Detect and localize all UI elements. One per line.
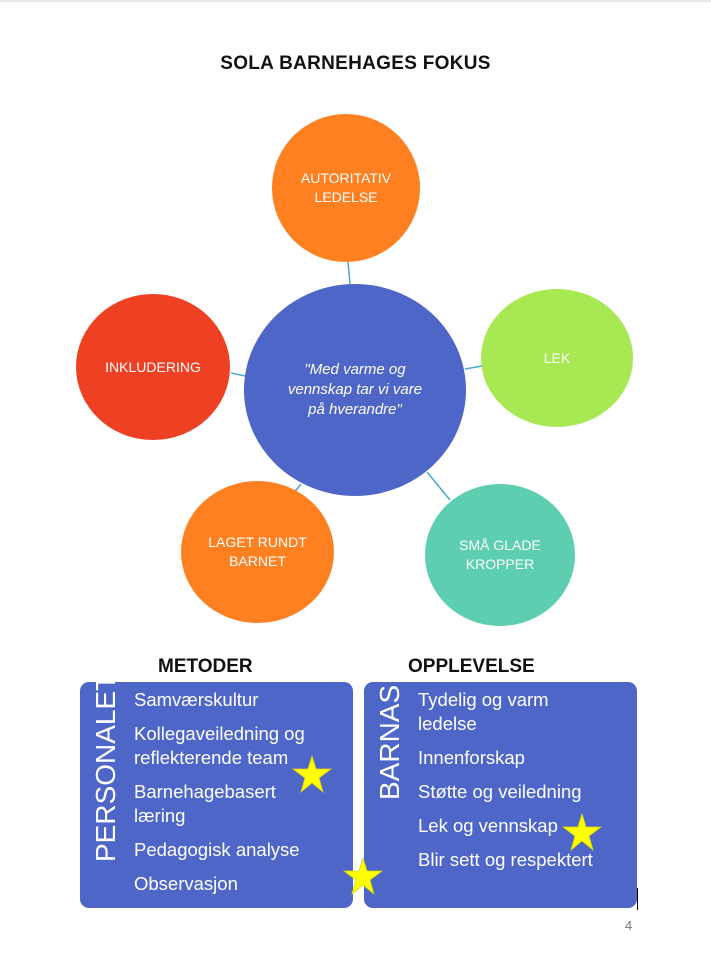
text-cursor: [637, 888, 638, 910]
connector-autoritativ: [347, 261, 351, 285]
list-item: Tydelig og varm ledelse: [418, 689, 549, 734]
connector-smaa-glade: [426, 471, 451, 501]
center-node: "Med varme og vennskap tar vi vare på hv…: [244, 284, 466, 496]
list-item: Støtte og veiledning: [418, 781, 582, 802]
star-icon: [292, 755, 332, 793]
node-label: AUTORITATIV LEDELSE: [300, 170, 392, 205]
star-icon: [343, 857, 383, 895]
list-item: Lek og vennskap: [418, 815, 558, 836]
connector-lek: [464, 365, 483, 370]
metoder-heading: METODER: [158, 656, 253, 677]
page-top-border: [0, 0, 711, 2]
list-item: Samværskultur: [134, 689, 259, 710]
list-item: Blir sett og respektert: [418, 849, 593, 870]
node-label: INKLUDERING: [105, 358, 201, 375]
node-label: LEK: [543, 349, 571, 366]
list-item: Observasjon: [134, 873, 238, 894]
star-icon: [562, 813, 602, 851]
node-smaa-glade-kropper: SMÅ GLADE KROPPER: [425, 484, 575, 626]
connector-inkludering: [230, 372, 246, 377]
opplevelse-panel: BARNAS Tydelig og varm ledelse Innenfors…: [364, 682, 637, 908]
metoder-panel: PERSONALETS Samværskultur Kollegaveiledn…: [80, 655, 353, 908]
list-item: Kollegaveiledning og reflekterende team: [134, 723, 305, 768]
page-title: SOLA BARNEHAGES FOKUS: [220, 53, 491, 74]
personalets-label: PERSONALETS: [90, 655, 121, 862]
list-item: Barnehagebasert læring: [134, 781, 276, 826]
node-inkludering: INKLUDERING: [76, 294, 230, 440]
opplevelse-heading: OPPLEVELSE: [408, 656, 535, 677]
node-lek: LEK: [481, 289, 633, 427]
node-label: LAGET RUNDT BARNET: [208, 534, 307, 569]
list-item: Innenforskap: [418, 747, 525, 768]
center-quote: "Med varme og vennskap tar vi vare på hv…: [287, 361, 423, 418]
barnas-label: BARNAS: [374, 684, 405, 800]
node-autoritativ-ledelse: AUTORITATIV LEDELSE: [272, 114, 420, 262]
page-number: 4: [625, 918, 633, 933]
node-label: SMÅ GLADE KROPPER: [459, 537, 541, 572]
list-item: Pedagogisk analyse: [134, 839, 300, 860]
node-laget-rundt-barnet: LAGET RUNDT BARNET: [181, 481, 334, 623]
metoder-list: Samværskultur Kollegaveiledning og refle…: [134, 688, 305, 906]
opplevelse-list: Tydelig og varm ledelse Innenforskap Stø…: [418, 688, 593, 882]
